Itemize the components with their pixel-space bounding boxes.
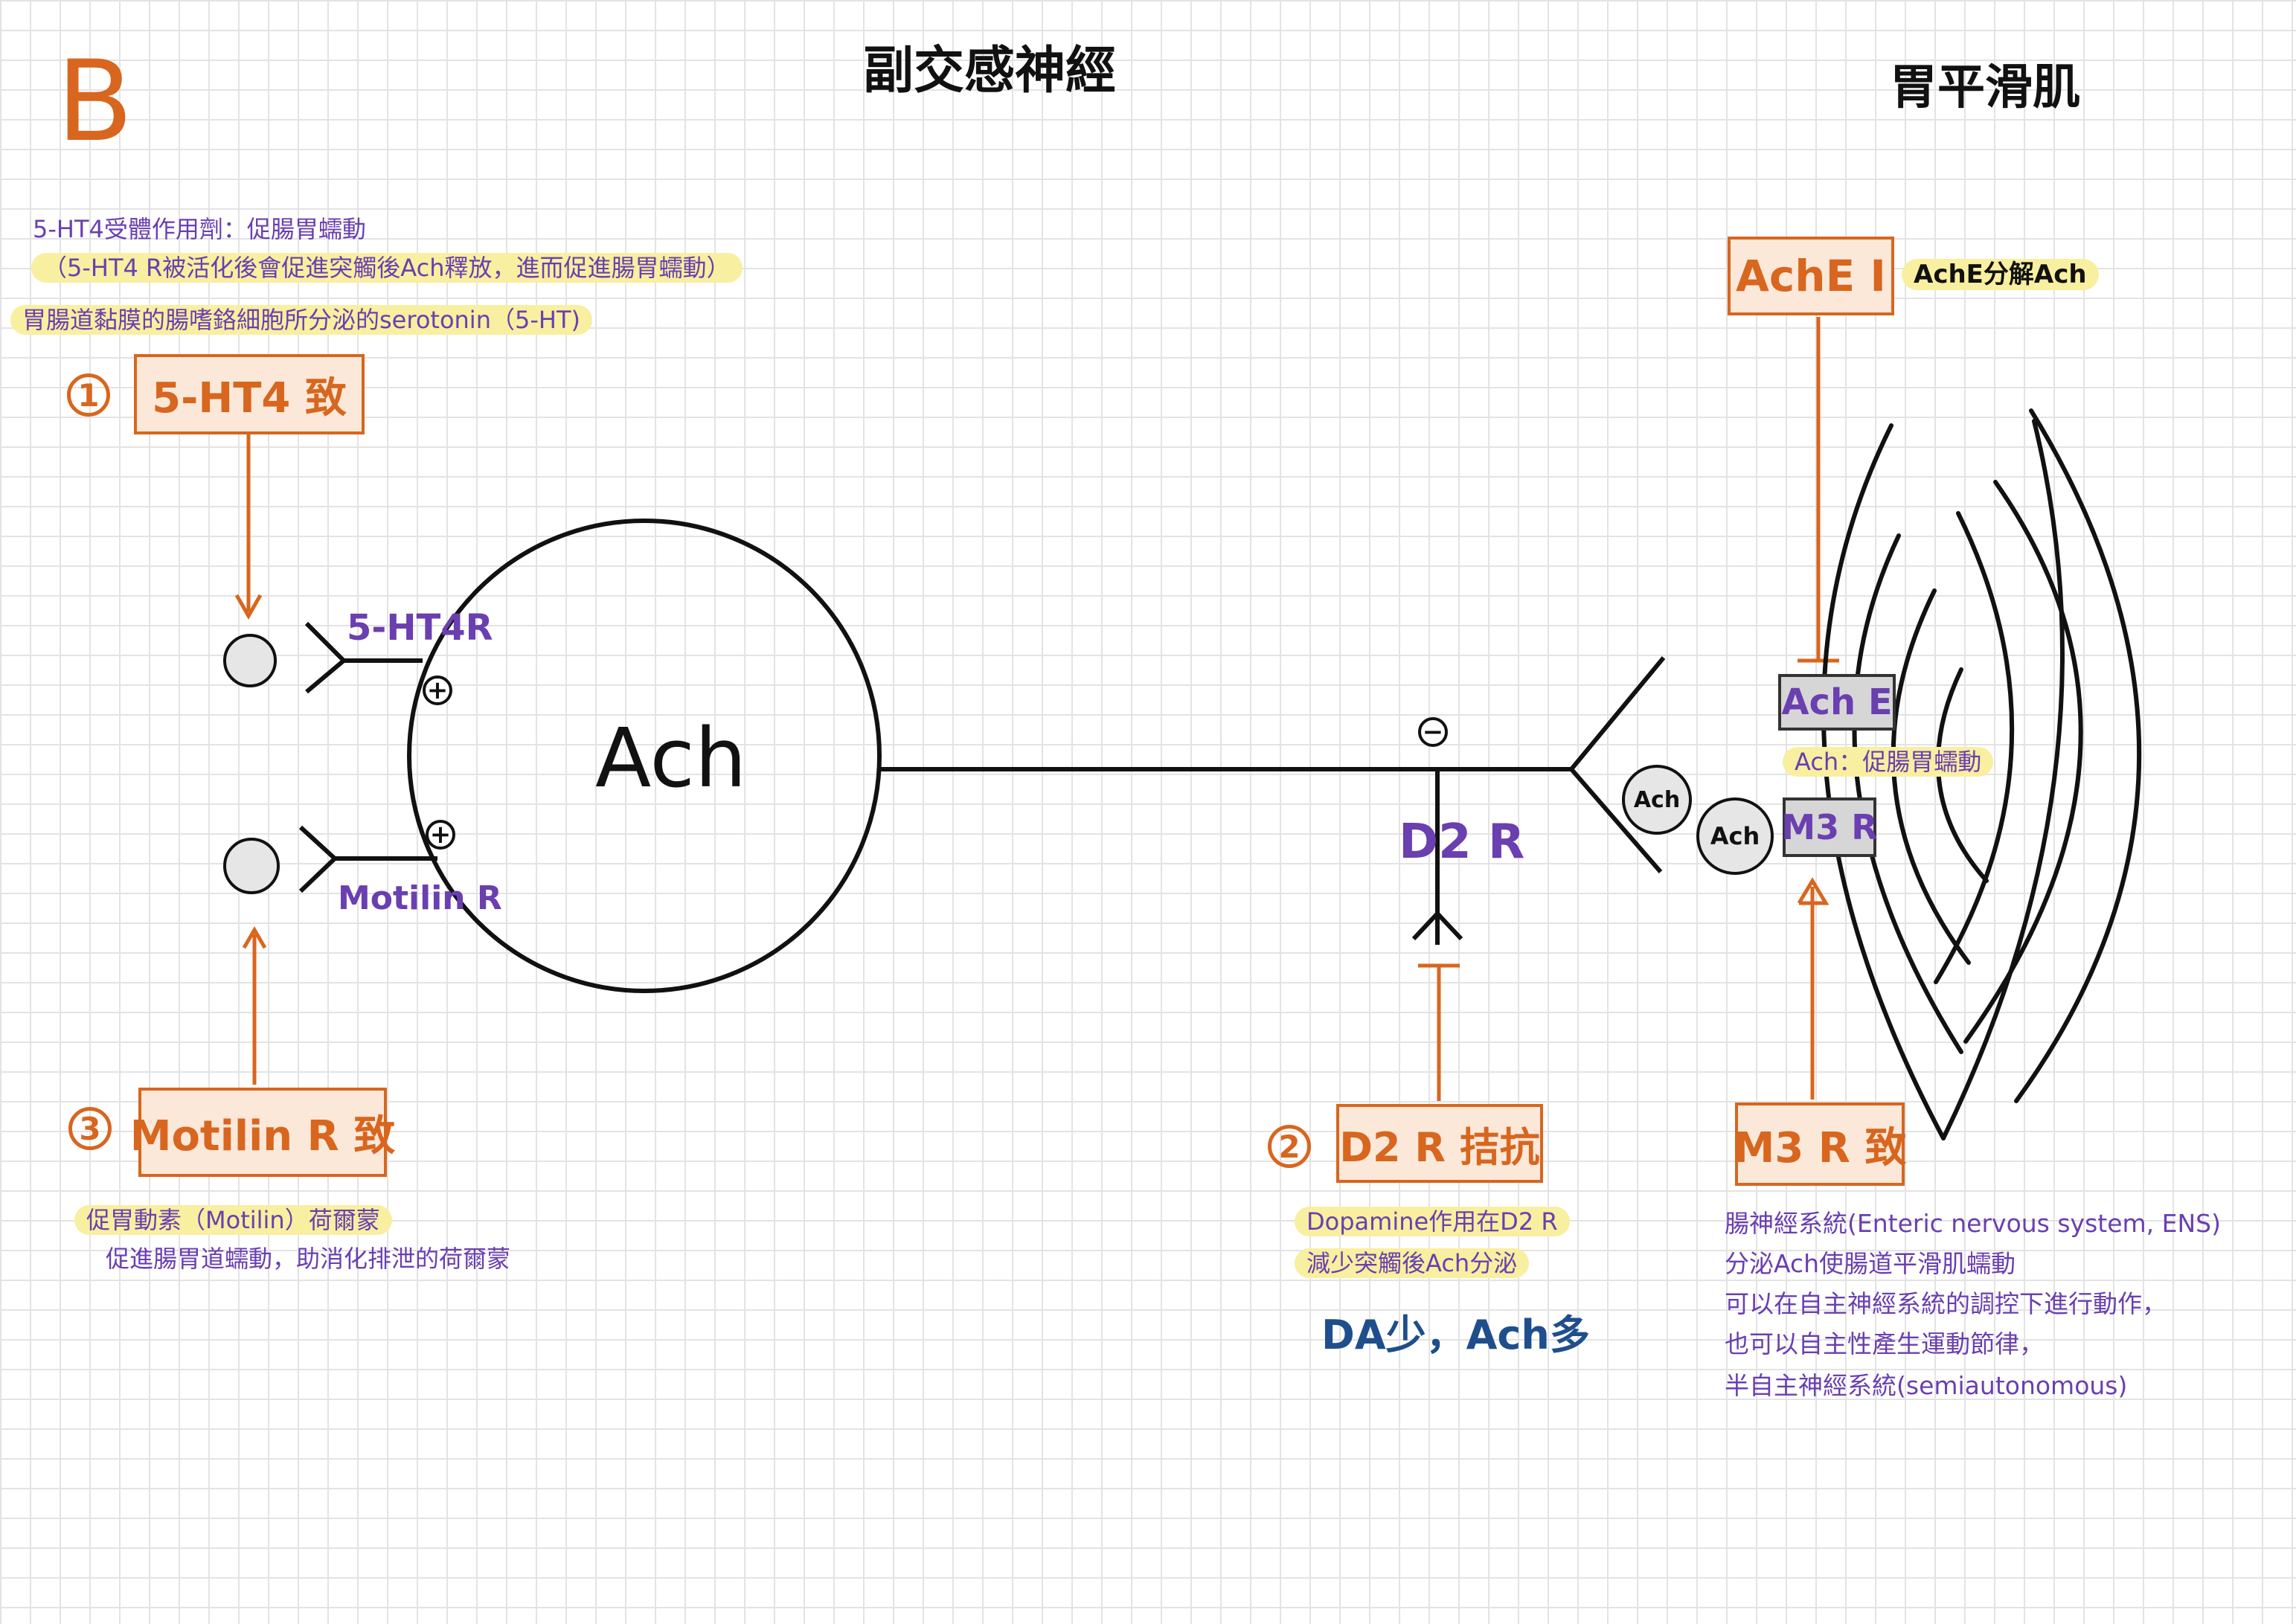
ach-molecule-2: Ach xyxy=(1696,797,1774,875)
note-5ht4-line1: 5-HT4受體作用劑：促腸胃蠕動 xyxy=(33,215,366,243)
note-5ht4-line3: 胃腸道黏膜的腸嗜鉻細胞所分泌的serotonin（5-HT) xyxy=(10,305,592,335)
neuron-cell-body xyxy=(407,519,882,993)
plus-sign-motilin: + xyxy=(426,820,455,850)
ens-note-line5: 半自主神經系統(semiautonomous) xyxy=(1725,1371,2128,1400)
ens-note-line3: 可以在自主神經系統的調控下進行動作， xyxy=(1725,1289,2167,1318)
drug-5ht4-agonist-box: 5-HT4 致 xyxy=(134,354,365,434)
d2-receptor-fork xyxy=(1411,910,1463,941)
note-5ht4-line2: （5-HT4 R被活化後會促進突觸後Ach釋放，進而促進腸胃蠕動） xyxy=(31,253,743,283)
minus-sign-d2: − xyxy=(1418,717,1448,747)
m3-agonist-box: M3 R 致 xyxy=(1734,1103,1906,1186)
title-gastric-smooth-muscle: 胃平滑肌 xyxy=(1890,60,2080,115)
number-badge-1: 1 xyxy=(67,373,110,417)
motilin-note-line1: 促胃動素（Motilin）荷爾蒙 xyxy=(74,1205,392,1235)
dopamine-note-line2: 減少突觸後Ach分泌 xyxy=(1295,1248,1530,1278)
axon-terminal xyxy=(1568,656,1666,873)
number-badge-3: 3 xyxy=(68,1107,112,1150)
receptor-motilin-fork xyxy=(298,825,339,893)
smooth-muscle-fibers xyxy=(1821,408,2142,1140)
arrow-motilin-head xyxy=(242,926,267,949)
ache-breakdown-note: AchE分解Ach xyxy=(1902,259,2099,290)
ach-effect-label: Ach：促腸胃蠕動 xyxy=(1783,747,1994,777)
arrow-5ht4-head xyxy=(234,594,263,620)
dopamine-note-line3: DA少，Ach多 xyxy=(1321,1312,1590,1358)
motilin-note-line2: 促進腸胃道蠕動，助消化排泄的荷爾蒙 xyxy=(106,1245,511,1273)
receptor-5ht4-fork xyxy=(304,621,347,694)
plus-sign-5ht4: + xyxy=(423,675,452,705)
receptor-motilin-label: Motilin R xyxy=(338,879,502,917)
drug-d2-antagonist-box: D2 R 拮抗 xyxy=(1336,1104,1543,1183)
drug-motilin-agonist-box: Motilin R 致 xyxy=(130,1088,395,1177)
title-parasympathetic: 副交感神經 xyxy=(863,42,1117,100)
cell-body-ach-label: Ach xyxy=(595,710,747,806)
d2-receptor-label: D2 R xyxy=(1399,815,1525,870)
ens-note-line1: 腸神經系統(Enteric nervous system, ENS) xyxy=(1725,1209,2221,1238)
ache-inhibitor-box: AchE I xyxy=(1728,237,1894,315)
ligand-5ht-ball xyxy=(223,634,277,687)
receptor-5ht4-label: 5-HT4R xyxy=(347,607,493,649)
ligand-motilin-ball xyxy=(223,838,280,894)
ens-note-line4: 也可以自主性產生運動節律， xyxy=(1725,1329,2044,1358)
number-badge-2: 2 xyxy=(1268,1125,1311,1168)
m3-receptor-box: M3 R xyxy=(1781,797,1878,857)
ach-molecule-1: Ach xyxy=(1622,765,1692,835)
ens-note-line2: 分泌Ach使腸道平滑肌蠕動 xyxy=(1725,1249,2016,1278)
arrow-m3-head xyxy=(1797,877,1830,905)
ache-enzyme-box: Ach E xyxy=(1778,674,1896,731)
corner-letter: B xyxy=(57,37,133,167)
dopamine-note-line1: Dopamine作用在D2 R xyxy=(1295,1207,1570,1236)
